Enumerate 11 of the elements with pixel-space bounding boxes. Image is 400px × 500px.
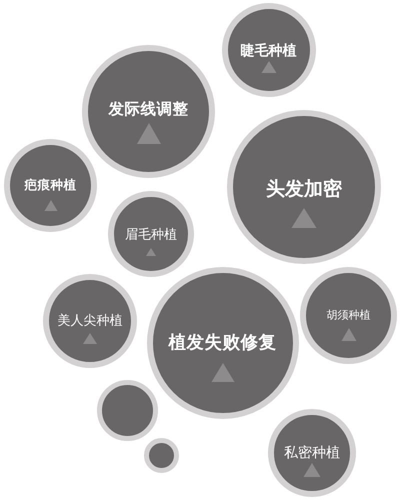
bubble (96, 380, 158, 441)
bubble-label: 植发失败修复 (168, 332, 276, 353)
bubble-label: 眉毛种植 (125, 228, 177, 244)
bubble-label: 美人尖种植 (58, 314, 122, 330)
bubble-label: 头发加密 (266, 179, 342, 201)
bubble-label: 胡须种植 (326, 310, 370, 322)
bubble-label: 疤痕种植 (24, 178, 76, 192)
bubble-label: 睫毛种植 (240, 42, 296, 60)
bubble (144, 438, 179, 472)
bubble-label: 发际线调整 (108, 101, 188, 119)
bubble-label: 私密种植 (284, 444, 340, 462)
